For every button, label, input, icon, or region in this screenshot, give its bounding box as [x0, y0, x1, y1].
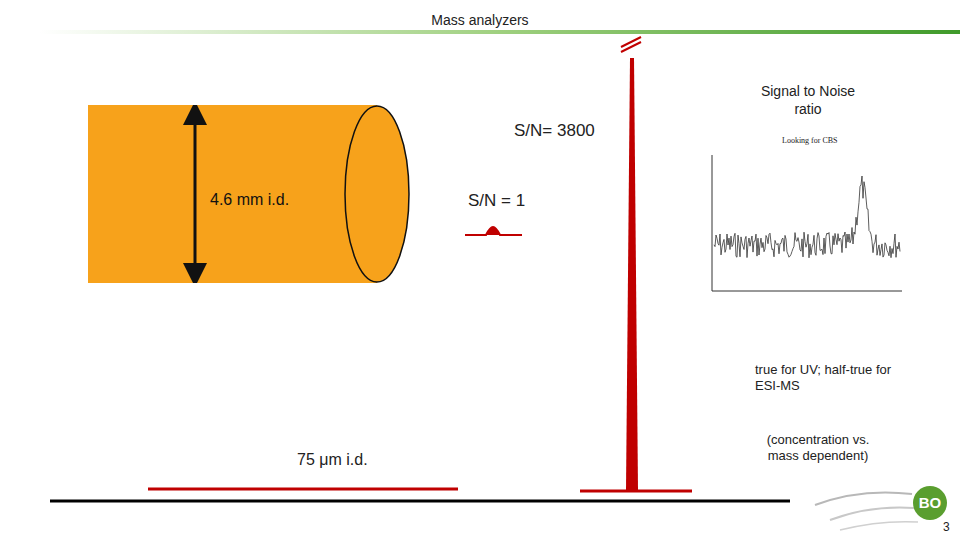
- noise-trace: [714, 176, 900, 258]
- logo: [815, 486, 947, 530]
- column-cylinder: 4.6 mm i.d.: [88, 105, 410, 283]
- logo-text: BO: [913, 494, 947, 513]
- break-mark: [621, 37, 641, 47]
- signal-noise-value: S/N= 3800: [514, 120, 595, 141]
- page-title: Mass analyzers: [0, 12, 960, 28]
- signal-noise-value: S/N = 1: [468, 190, 525, 211]
- diameter-label: 4.6 mm i.d.: [210, 191, 289, 209]
- header-rule: [40, 30, 960, 34]
- diameter-label: 75 μm i.d.: [297, 450, 368, 470]
- page-number: 3: [943, 520, 950, 535]
- base-line: [50, 500, 790, 503]
- capillary-line: [148, 488, 458, 491]
- tall-peak: [626, 58, 638, 490]
- break-mark: [621, 42, 641, 52]
- plot-heading: Signal to Noise ratio: [752, 83, 864, 118]
- small-peak: [465, 227, 522, 235]
- plot-title: Looking for CBS: [782, 136, 838, 146]
- note: true for UV; half-true for ESI-MS: [755, 362, 905, 395]
- peak-baseline: [580, 490, 692, 493]
- small-peak-fill: [486, 227, 500, 235]
- noise-plot: [712, 155, 902, 291]
- note: (concentration vs. mass dependent): [752, 432, 884, 465]
